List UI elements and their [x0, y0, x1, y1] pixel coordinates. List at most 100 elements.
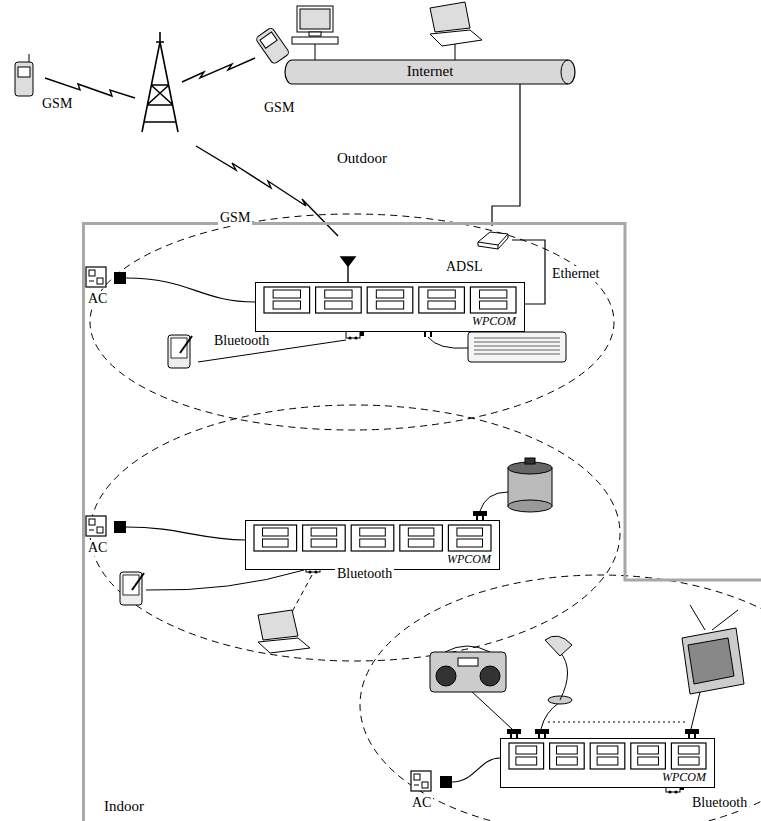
socket-outlet: [367, 287, 413, 313]
power-cord: [126, 278, 500, 782]
dotted-link: [548, 722, 688, 723]
power-cord: [126, 527, 245, 540]
indoor-outline: [84, 224, 761, 821]
node-text: ADSL: [446, 259, 483, 275]
mobile-phone: [15, 62, 33, 96]
bluetooth-link: [146, 570, 304, 590]
socket-outlet: [448, 525, 491, 551]
coverage-area: [360, 575, 761, 821]
socket-outlet: [457, 539, 483, 547]
device-label: AC: [86, 291, 109, 307]
device-label: AC: [410, 795, 433, 811]
socket-outlet: [509, 743, 544, 769]
socket-outlet: [311, 539, 337, 547]
desktop-computer: [300, 9, 330, 29]
socket-outlet: [263, 539, 289, 547]
pipe-outline: [561, 60, 568, 84]
rice-cooker: [480, 492, 508, 511]
stereo: [436, 666, 456, 686]
laptop: [258, 638, 310, 653]
socket-outlet: [590, 743, 625, 769]
lamp: [541, 702, 560, 729]
mobile-phone: [15, 54, 33, 96]
stereo: [470, 690, 512, 729]
modem-icon: [478, 234, 508, 249]
pda: [168, 335, 192, 368]
gsm-antenna: [341, 257, 355, 266]
socket-outlet: [273, 301, 300, 309]
gsm-link: [45, 78, 135, 98]
bluetooth-link: [292, 575, 312, 612]
power-strip: WPCOM: [245, 520, 500, 570]
stereo: [430, 652, 506, 692]
node-text: Indoor: [104, 798, 144, 815]
pipe-outline: [285, 60, 575, 84]
power-socket: [440, 776, 452, 788]
adsl-modem: ADSL: [440, 226, 512, 276]
socket-outlet: [550, 743, 585, 769]
stereo: [458, 658, 478, 666]
socket-outlet: [631, 743, 666, 769]
air-conditioner: [474, 338, 560, 339]
rice-cooker: [525, 458, 535, 464]
power-socket: [411, 771, 431, 791]
socket-outlet: [400, 525, 443, 551]
laptop: [430, 2, 470, 32]
desktop-computer: [315, 44, 316, 60]
power-cord: [452, 758, 500, 782]
desktop-computer: [292, 37, 338, 44]
laptop: [430, 30, 482, 46]
socket-outlet: [376, 301, 403, 309]
air-conditioner: [474, 342, 560, 343]
television: [712, 610, 738, 630]
node-text: WPCOM: [662, 771, 706, 785]
mobile-phone: [29, 54, 30, 62]
socket-outlet: [597, 746, 618, 754]
desktop-computer: [309, 32, 321, 36]
lamp: [545, 636, 572, 656]
device-label: GSM: [262, 100, 296, 116]
air-conditioner: [428, 332, 566, 362]
pda: [120, 335, 192, 605]
lamp: [560, 652, 568, 700]
television: [682, 628, 744, 694]
node-text: Internet: [407, 63, 454, 80]
internet-pipe: Internet: [285, 60, 575, 84]
socket-outlet: [480, 301, 507, 309]
socket-outlet: [516, 757, 537, 765]
air-conditioner: [474, 350, 560, 351]
rice-cooker: [480, 458, 552, 512]
socket-outlet: [638, 746, 659, 754]
gsm-tower: [142, 32, 178, 132]
power-strip: WPCOM: [255, 282, 525, 332]
socket-outlet: [470, 287, 516, 313]
socket-outlet: [254, 525, 297, 551]
power-socket: [86, 267, 106, 287]
laptop: [258, 610, 310, 653]
desktop-computer: [297, 6, 333, 32]
socket-outlet: [351, 525, 394, 551]
mobile-phone: [260, 32, 277, 48]
device-label: Bluetooth: [690, 795, 749, 811]
socket-outlet: [273, 290, 300, 298]
power-socket: [114, 272, 126, 284]
power-socket: [114, 521, 126, 533]
node-text: WPCOM: [447, 553, 491, 567]
stereo: [430, 646, 512, 729]
air-conditioner: [474, 338, 560, 354]
device-label: GSM: [40, 96, 74, 112]
socket-outlet: [557, 757, 578, 765]
laptop: [455, 44, 456, 60]
socket-outlet: [557, 746, 578, 754]
television: [690, 605, 705, 630]
television: [691, 692, 700, 729]
air-conditioner: [474, 346, 560, 347]
device-label: Bluetooth: [212, 333, 271, 349]
socket-outlet: [428, 301, 455, 309]
edge-label: Ethernet: [550, 266, 601, 282]
laptop: [258, 610, 298, 640]
socket-outlet: [360, 528, 386, 536]
pda: [120, 572, 144, 605]
